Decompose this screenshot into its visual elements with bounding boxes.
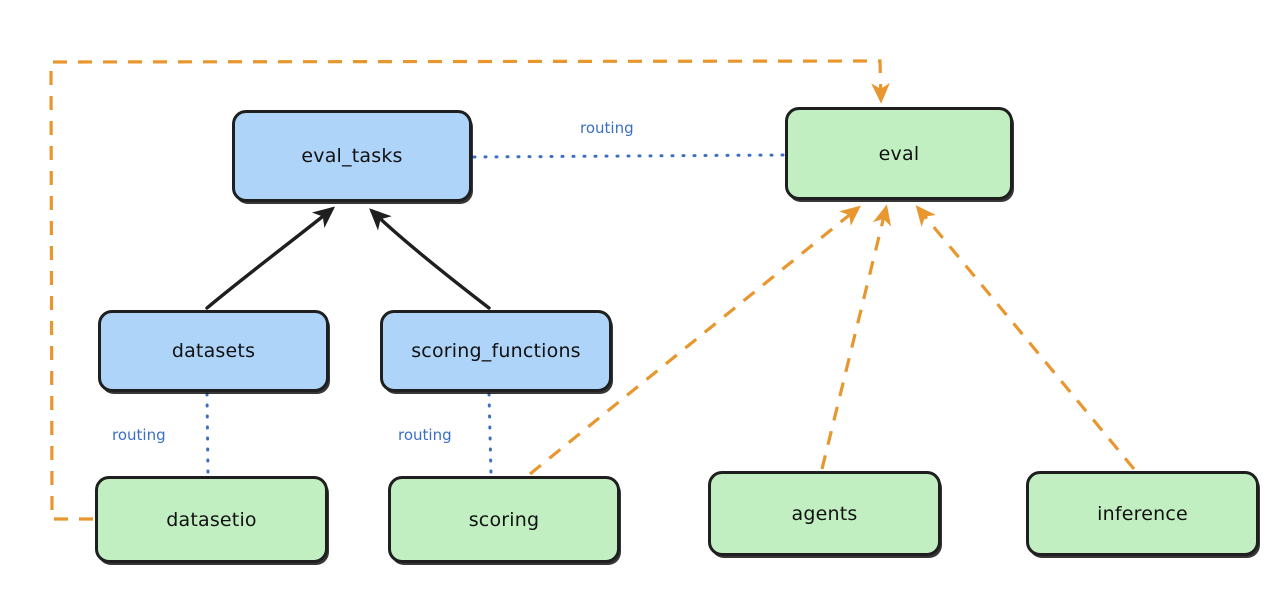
node-agents[interactable]: agents: [708, 471, 941, 556]
node-label-scoring-functions: scoring_functions: [411, 340, 581, 362]
edge-datasets-to-eval-tasks: [205, 206, 336, 310]
edge-label-routing-eval-tasks: routing: [578, 119, 636, 137]
edge-scoring-functions-to-scoring: [487, 392, 493, 476]
edge-inference-to-eval: [915, 205, 1136, 471]
edge-agents-to-eval: [820, 204, 892, 470]
node-label-datasetio: datasetio: [166, 508, 257, 531]
node-scoring-functions[interactable]: scoring_functions: [380, 310, 612, 392]
node-scoring[interactable]: scoring: [388, 476, 620, 563]
node-label-datasets: datasets: [171, 340, 256, 362]
node-label-agents: agents: [791, 502, 858, 525]
node-label-scoring: scoring: [468, 508, 540, 531]
edge-datasets-to-datasetio: [205, 392, 210, 476]
edge-datasetio-to-eval: [49, 59, 890, 521]
node-eval[interactable]: eval: [785, 107, 1013, 200]
edge-label-routing-datasets: routing: [110, 426, 168, 444]
node-datasets[interactable]: datasets: [98, 310, 329, 392]
node-label-inference: inference: [1097, 502, 1188, 525]
edge-eval-tasks-to-eval: [472, 153, 785, 159]
node-label-eval-tasks: eval_tasks: [301, 145, 403, 167]
edge-scoring-to-eval: [528, 205, 861, 476]
node-inference[interactable]: inference: [1026, 471, 1259, 556]
node-eval-tasks[interactable]: eval_tasks: [232, 110, 472, 202]
node-datasetio[interactable]: datasetio: [95, 476, 328, 563]
edge-label-routing-scoring-functions: routing: [396, 426, 454, 444]
node-label-eval: eval: [878, 142, 920, 165]
edge-scoring-functions-to-eval-tasks: [369, 208, 491, 310]
